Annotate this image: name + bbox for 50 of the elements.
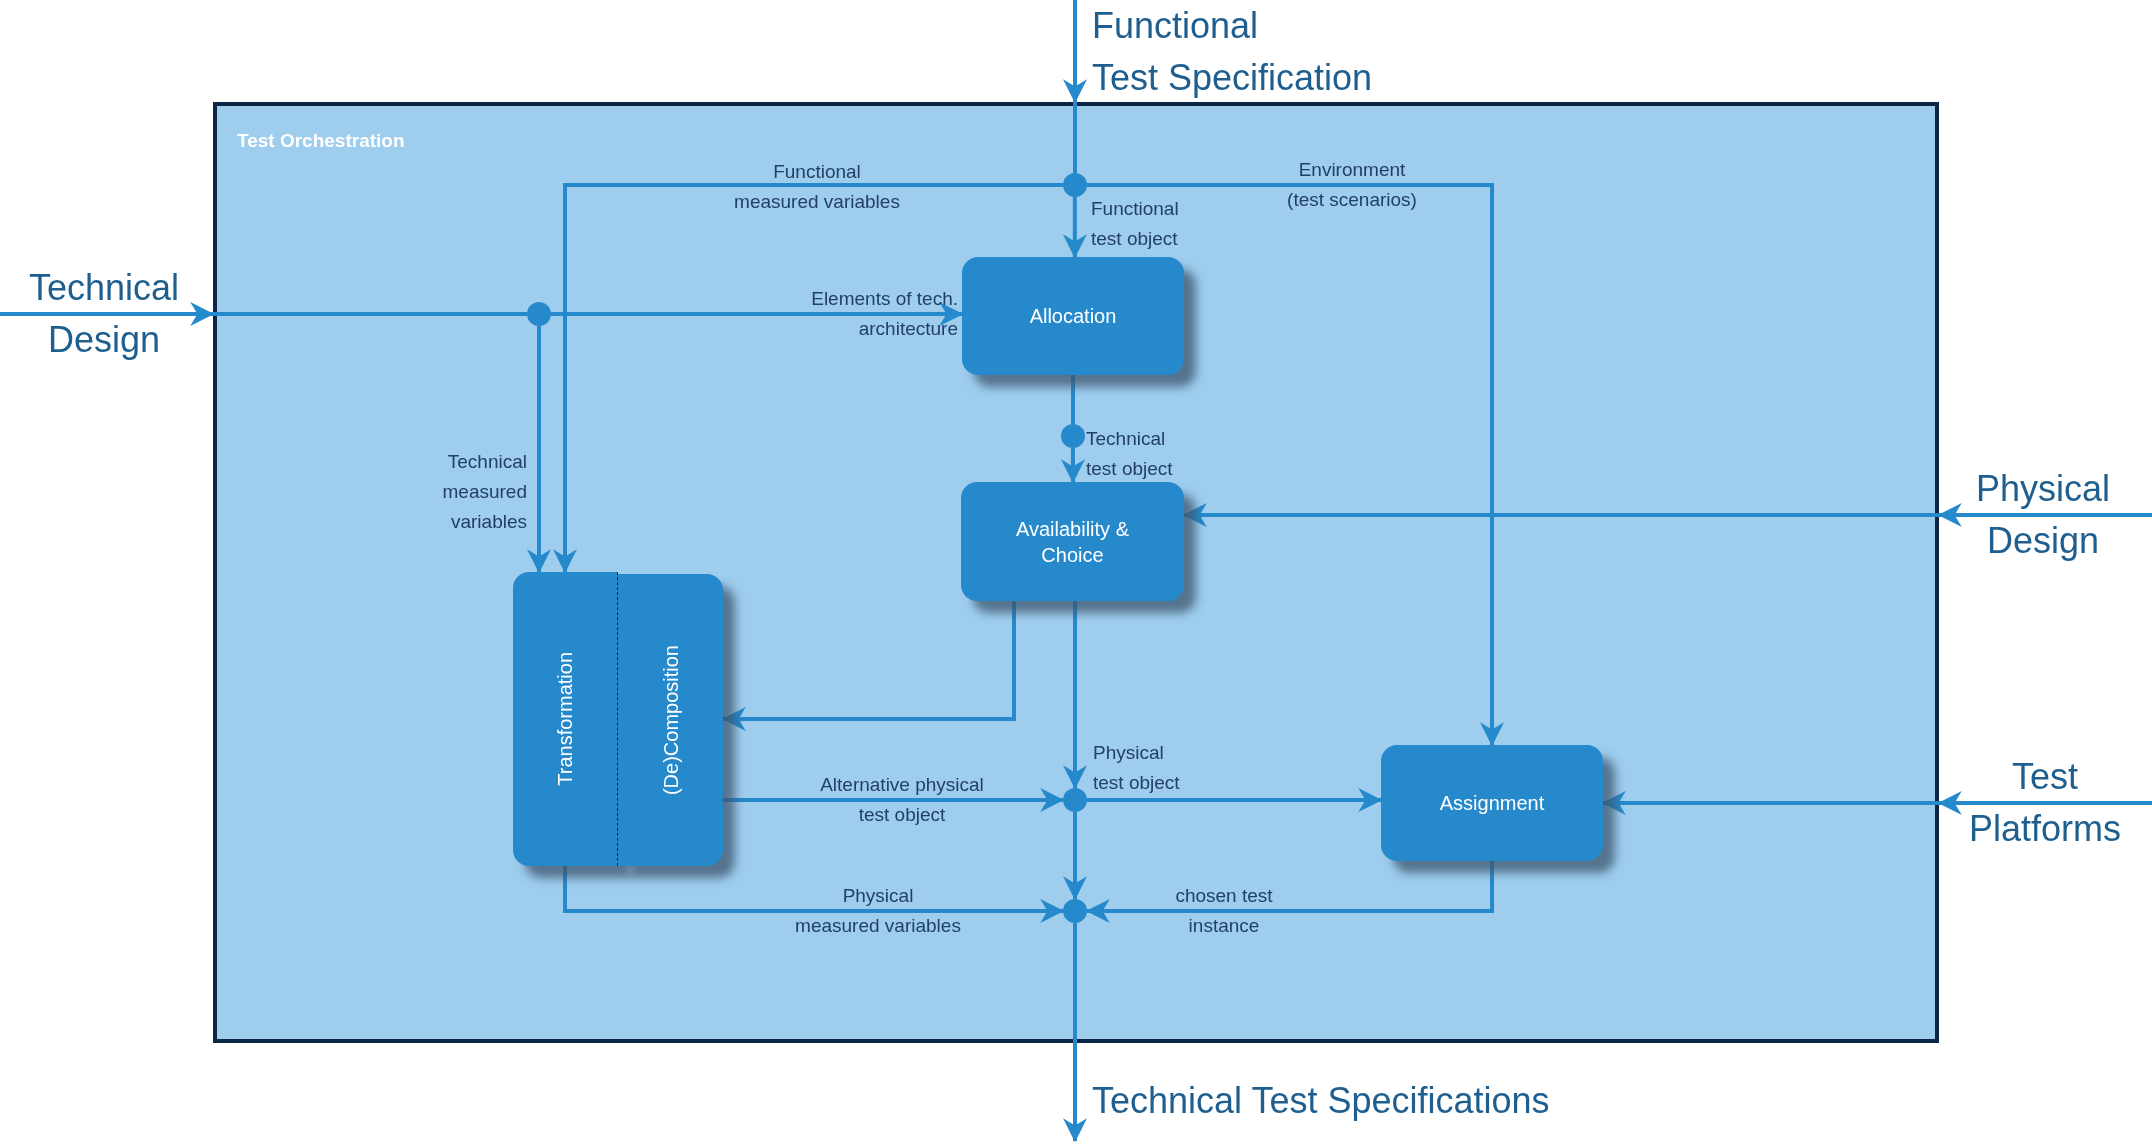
process-box xyxy=(961,482,1184,601)
edge-label: Technical Test Specifications xyxy=(1092,1079,1550,1123)
box-label: Assignment xyxy=(1439,791,1545,816)
arrow xyxy=(1063,601,1087,790)
edge-label: Physical Design xyxy=(1975,467,2111,563)
edge-label: Physical test object xyxy=(1093,741,1180,795)
edge-label: chosen test instance xyxy=(1175,884,1273,938)
arrow xyxy=(0,302,215,326)
edge-label: Technical Design xyxy=(28,266,180,362)
edge-label: Alternative physical test object xyxy=(820,773,984,827)
frame-panel xyxy=(213,102,1939,1043)
edge-label: Environment (test scenarios) xyxy=(1287,158,1417,212)
edge-label: Technical measured variables xyxy=(442,450,527,534)
process-box xyxy=(1381,745,1603,861)
edge-label: Technical test object xyxy=(1086,427,1173,481)
process-box xyxy=(962,257,1184,375)
box-label: Availability & Choice xyxy=(1015,516,1130,568)
edge-label: Physical measured variables xyxy=(795,884,961,938)
arrow xyxy=(723,788,1065,812)
arrow xyxy=(1087,183,1504,747)
arrow xyxy=(1062,197,1087,259)
arrow xyxy=(1184,503,2152,527)
edge-label: Elements of tech. architecture xyxy=(811,287,958,341)
edge-label: Functional Test Specification xyxy=(1092,4,1373,100)
arrow xyxy=(527,326,551,574)
panel-title: Test Orchestration xyxy=(237,130,405,152)
box-label: (De)Composition xyxy=(658,644,683,796)
arrow xyxy=(1085,861,1494,923)
edge-label: Test Platforms xyxy=(1969,755,2121,851)
junction-dot xyxy=(1063,899,1087,923)
edge-label: Functional test object xyxy=(1091,197,1179,251)
arrow xyxy=(1087,788,1383,813)
edge-label: Functional measured variables xyxy=(734,160,900,214)
box-label: Allocation xyxy=(1029,304,1117,329)
process-box xyxy=(618,574,723,866)
process-box xyxy=(513,572,618,866)
arrow xyxy=(563,866,1065,923)
arrow xyxy=(721,601,1016,731)
arrow xyxy=(1603,791,2152,815)
junction-dot xyxy=(1063,788,1087,812)
arrow xyxy=(1060,448,1085,484)
arrow xyxy=(551,302,964,327)
arrow xyxy=(1063,0,1087,104)
arrow xyxy=(553,183,1063,574)
box-label: Transformation xyxy=(553,652,577,786)
junction-dot xyxy=(1061,424,1085,448)
junction-dot xyxy=(527,302,551,326)
junction-dot xyxy=(1063,173,1087,197)
arrow xyxy=(1063,923,1087,1143)
arrow xyxy=(1063,812,1087,901)
